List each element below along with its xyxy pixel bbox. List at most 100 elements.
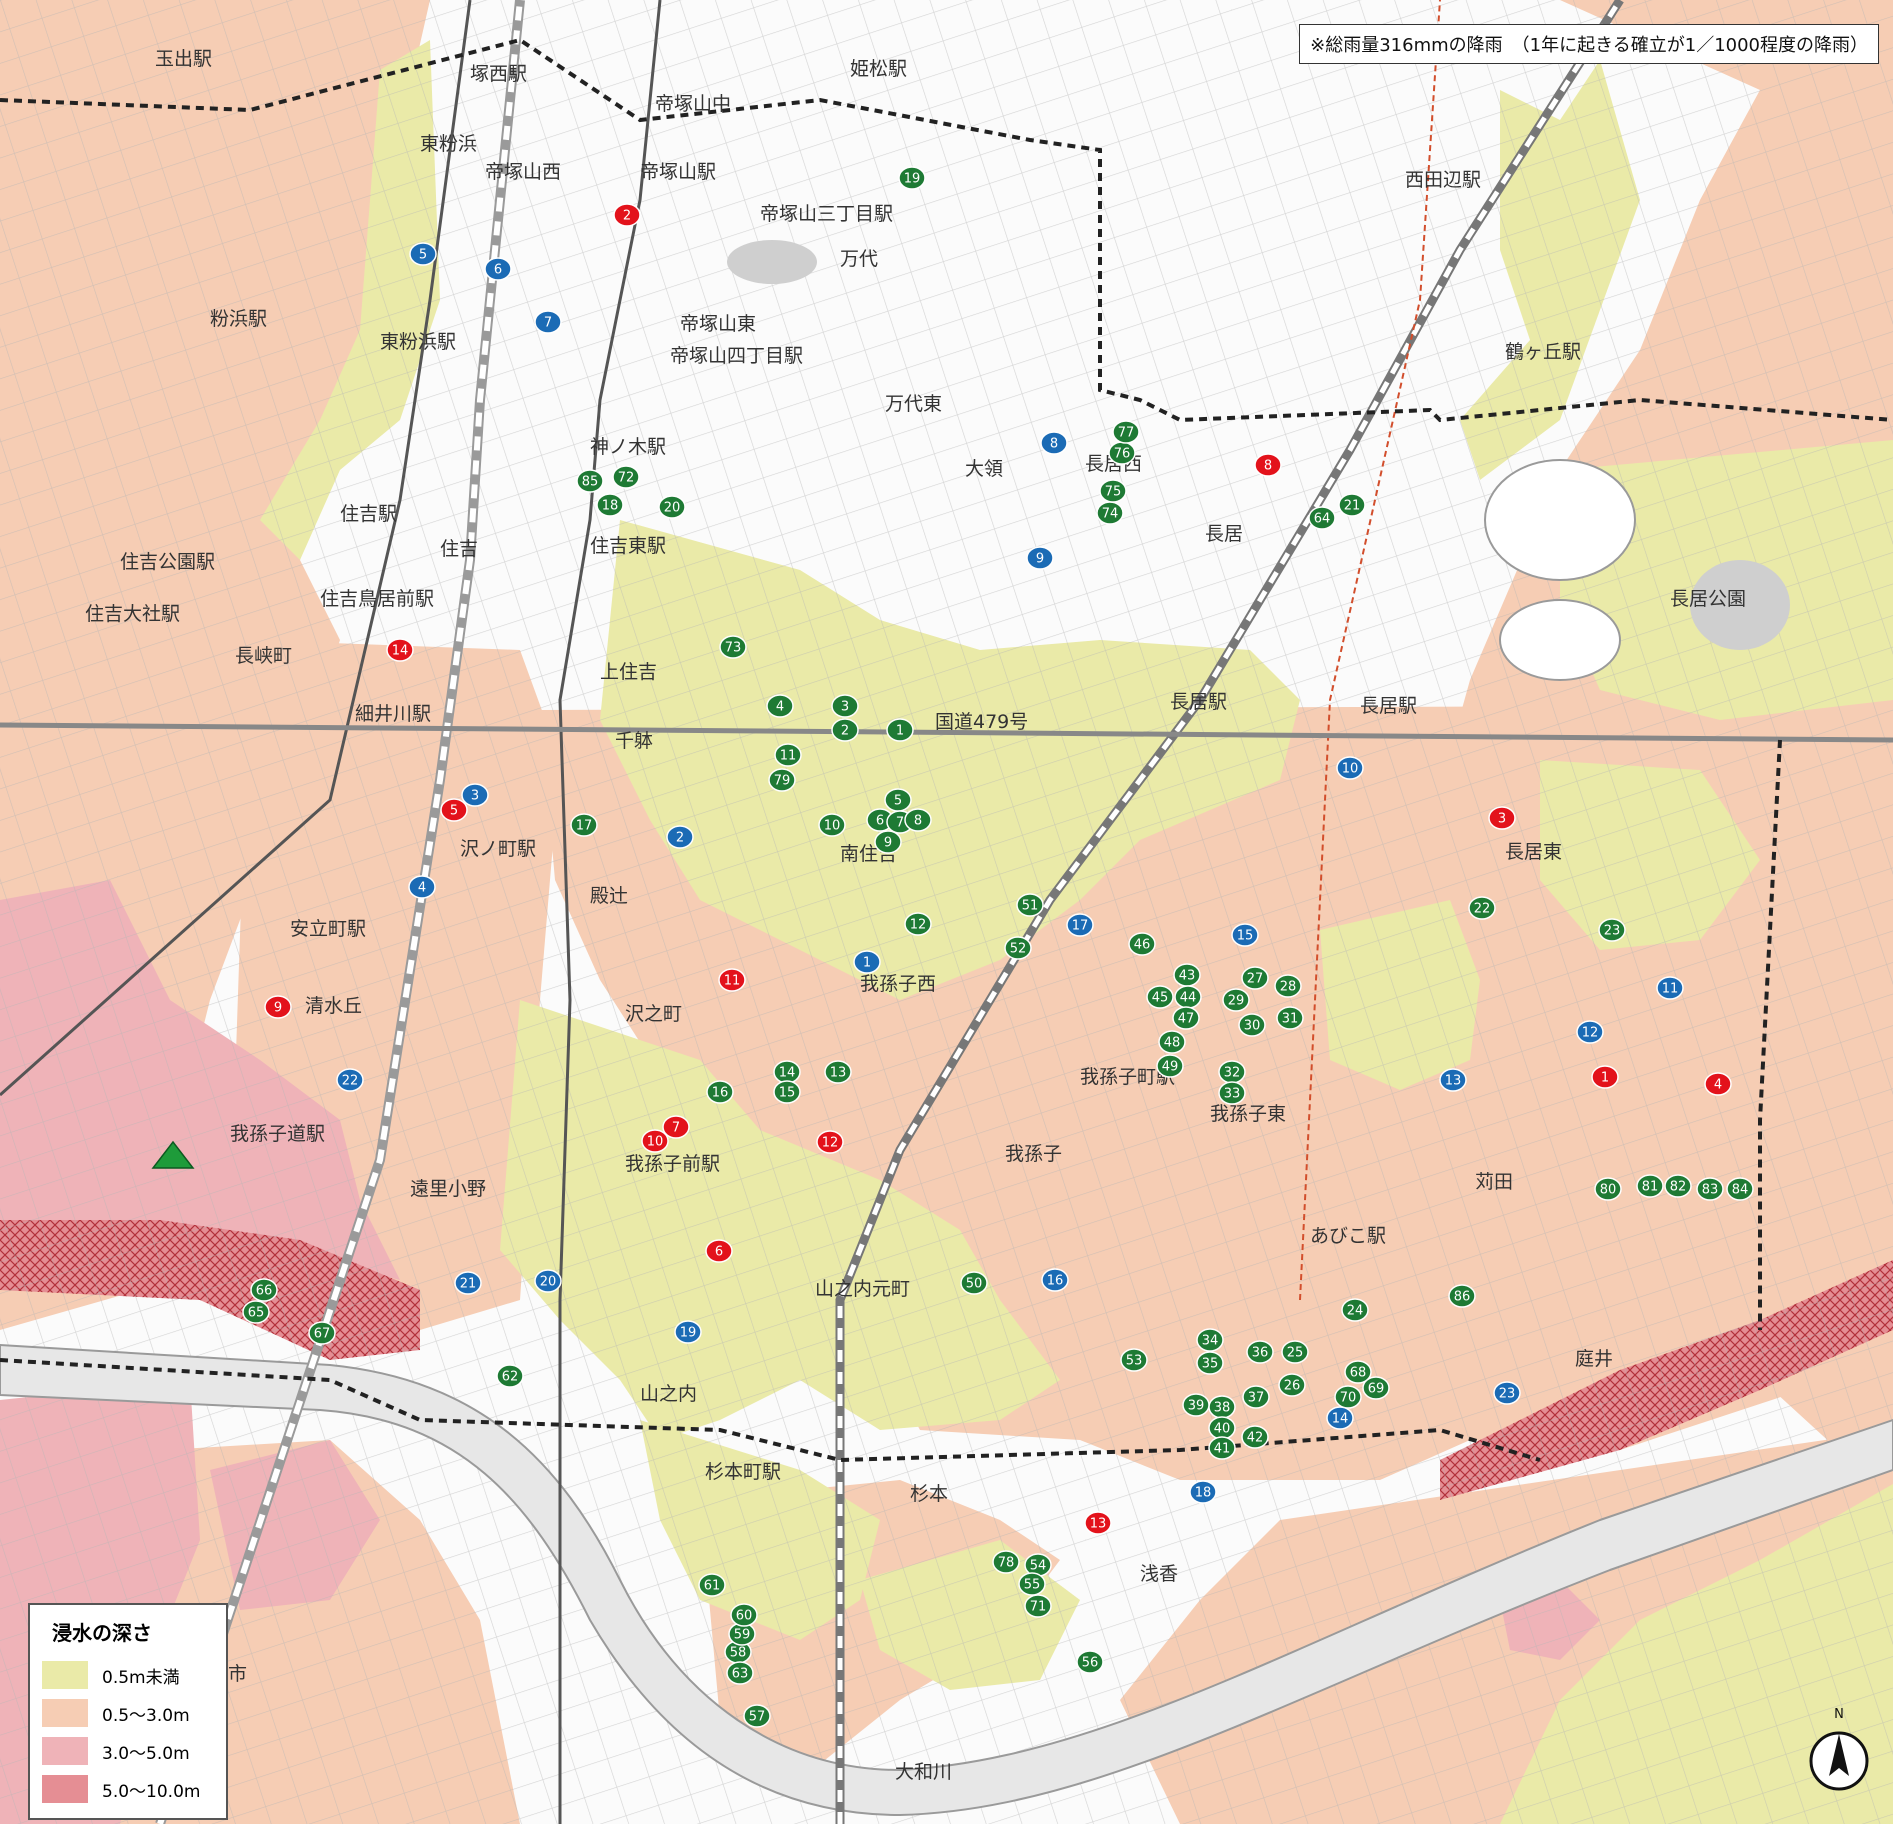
green-marker-30[interactable]: 30 [1238, 1013, 1266, 1037]
blue-marker-9[interactable]: 9 [1026, 546, 1054, 570]
green-marker-86[interactable]: 86 [1448, 1284, 1476, 1308]
blue-marker-17[interactable]: 17 [1066, 913, 1094, 937]
green-marker-76[interactable]: 76 [1108, 441, 1136, 465]
red-marker-1[interactable]: 1 [1591, 1065, 1619, 1089]
green-marker-16[interactable]: 16 [706, 1080, 734, 1104]
blue-marker-14[interactable]: 14 [1326, 1406, 1354, 1430]
red-marker-7[interactable]: 7 [662, 1115, 690, 1139]
red-marker-4[interactable]: 4 [1704, 1072, 1732, 1096]
green-marker-51[interactable]: 51 [1016, 893, 1044, 917]
green-marker-12[interactable]: 12 [904, 912, 932, 936]
green-marker-46[interactable]: 46 [1128, 932, 1156, 956]
green-marker-2[interactable]: 2 [831, 718, 859, 742]
green-marker-74[interactable]: 74 [1096, 501, 1124, 525]
green-marker-34[interactable]: 34 [1196, 1328, 1224, 1352]
green-marker-35[interactable]: 35 [1196, 1351, 1224, 1375]
green-marker-17[interactable]: 17 [570, 813, 598, 837]
blue-marker-10[interactable]: 10 [1336, 756, 1364, 780]
green-marker-40[interactable]: 40 [1208, 1416, 1236, 1440]
blue-marker-4[interactable]: 4 [408, 875, 436, 899]
red-marker-6[interactable]: 6 [705, 1239, 733, 1263]
green-marker-72[interactable]: 72 [612, 465, 640, 489]
green-marker-6[interactable]: 6 [866, 808, 894, 832]
blue-marker-8[interactable]: 8 [1040, 431, 1068, 455]
green-marker-50[interactable]: 50 [960, 1271, 988, 1295]
green-marker-65[interactable]: 65 [242, 1300, 270, 1324]
green-marker-22[interactable]: 22 [1468, 896, 1496, 920]
green-marker-4[interactable]: 4 [766, 694, 794, 718]
green-marker-1[interactable]: 1 [886, 718, 914, 742]
green-marker-26[interactable]: 26 [1278, 1373, 1306, 1397]
green-marker-69[interactable]: 69 [1362, 1376, 1390, 1400]
green-marker-32[interactable]: 32 [1218, 1060, 1246, 1084]
green-marker-64[interactable]: 64 [1308, 506, 1336, 530]
green-marker-9[interactable]: 9 [874, 830, 902, 854]
green-marker-14[interactable]: 14 [773, 1060, 801, 1084]
green-marker-8[interactable]: 8 [904, 808, 932, 832]
green-marker-81[interactable]: 81 [1636, 1174, 1664, 1198]
blue-marker-18[interactable]: 18 [1189, 1480, 1217, 1504]
red-marker-14[interactable]: 14 [386, 638, 414, 662]
green-marker-23[interactable]: 23 [1598, 918, 1626, 942]
green-marker-20[interactable]: 20 [658, 495, 686, 519]
blue-marker-3[interactable]: 3 [461, 783, 489, 807]
green-marker-85[interactable]: 85 [576, 469, 604, 493]
blue-marker-15[interactable]: 15 [1231, 923, 1259, 947]
blue-marker-1[interactable]: 1 [853, 950, 881, 974]
green-marker-56[interactable]: 56 [1076, 1650, 1104, 1674]
green-marker-37[interactable]: 37 [1242, 1385, 1270, 1409]
green-marker-79[interactable]: 79 [768, 768, 796, 792]
green-marker-53[interactable]: 53 [1120, 1348, 1148, 1372]
blue-marker-19[interactable]: 19 [674, 1320, 702, 1344]
blue-marker-5[interactable]: 5 [409, 242, 437, 266]
green-marker-75[interactable]: 75 [1099, 479, 1127, 503]
green-marker-77[interactable]: 77 [1112, 420, 1140, 444]
blue-marker-7[interactable]: 7 [534, 310, 562, 334]
green-marker-11[interactable]: 11 [774, 743, 802, 767]
blue-marker-13[interactable]: 13 [1439, 1068, 1467, 1092]
green-marker-15[interactable]: 15 [773, 1080, 801, 1104]
blue-marker-12[interactable]: 12 [1576, 1020, 1604, 1044]
green-marker-29[interactable]: 29 [1222, 988, 1250, 1012]
green-marker-66[interactable]: 66 [250, 1278, 278, 1302]
green-marker-57[interactable]: 57 [743, 1704, 771, 1728]
green-marker-71[interactable]: 71 [1024, 1594, 1052, 1618]
red-marker-12[interactable]: 12 [816, 1130, 844, 1154]
green-marker-43[interactable]: 43 [1173, 963, 1201, 987]
blue-marker-2[interactable]: 2 [666, 825, 694, 849]
red-marker-5[interactable]: 5 [440, 798, 468, 822]
green-marker-41[interactable]: 41 [1208, 1436, 1236, 1460]
green-marker-5[interactable]: 5 [884, 788, 912, 812]
green-marker-67[interactable]: 67 [308, 1321, 336, 1345]
green-marker-48[interactable]: 48 [1158, 1030, 1186, 1054]
blue-marker-16[interactable]: 16 [1041, 1268, 1069, 1292]
green-marker-25[interactable]: 25 [1281, 1340, 1309, 1364]
green-marker-73[interactable]: 73 [719, 635, 747, 659]
green-marker-27[interactable]: 27 [1241, 966, 1269, 990]
blue-marker-21[interactable]: 21 [454, 1271, 482, 1295]
green-marker-44[interactable]: 44 [1174, 985, 1202, 1009]
green-marker-3[interactable]: 3 [831, 694, 859, 718]
green-marker-45[interactable]: 45 [1146, 985, 1174, 1009]
green-marker-19[interactable]: 19 [898, 166, 926, 190]
green-marker-38[interactable]: 38 [1208, 1395, 1236, 1419]
green-marker-60[interactable]: 60 [730, 1603, 758, 1627]
blue-marker-11[interactable]: 11 [1656, 976, 1684, 1000]
green-marker-82[interactable]: 82 [1664, 1174, 1692, 1198]
green-marker-70[interactable]: 70 [1334, 1385, 1362, 1409]
green-marker-62[interactable]: 62 [496, 1364, 524, 1388]
blue-marker-23[interactable]: 23 [1493, 1381, 1521, 1405]
blue-marker-6[interactable]: 6 [484, 257, 512, 281]
red-marker-8[interactable]: 8 [1254, 453, 1282, 477]
green-marker-39[interactable]: 39 [1182, 1393, 1210, 1417]
green-marker-18[interactable]: 18 [596, 493, 624, 517]
green-marker-31[interactable]: 31 [1276, 1006, 1304, 1030]
green-marker-68[interactable]: 68 [1344, 1360, 1372, 1384]
green-marker-80[interactable]: 80 [1594, 1177, 1622, 1201]
green-marker-78[interactable]: 78 [992, 1550, 1020, 1574]
red-marker-13[interactable]: 13 [1084, 1511, 1112, 1535]
green-marker-28[interactable]: 28 [1274, 974, 1302, 998]
red-marker-3[interactable]: 3 [1488, 806, 1516, 830]
green-marker-10[interactable]: 10 [818, 813, 846, 837]
green-marker-55[interactable]: 55 [1018, 1572, 1046, 1596]
